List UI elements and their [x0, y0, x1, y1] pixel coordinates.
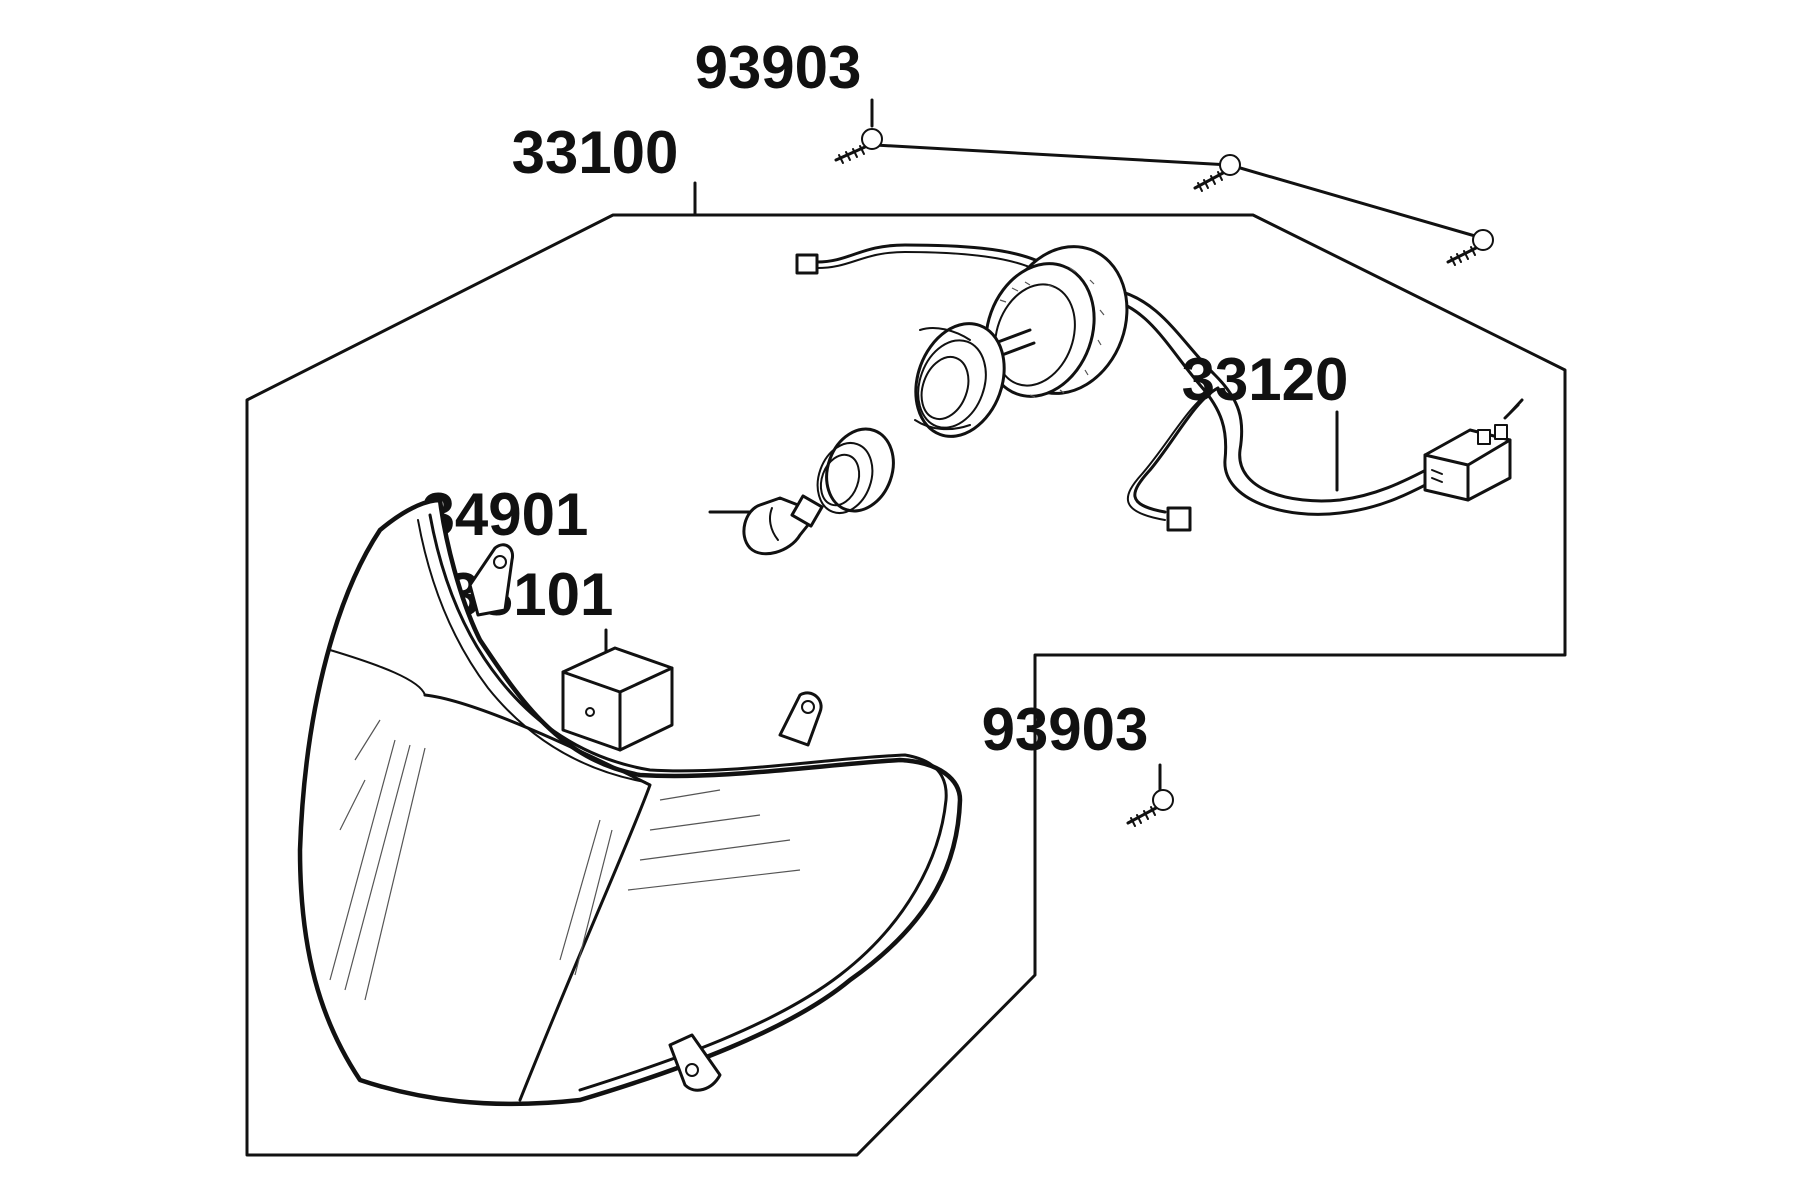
screw-icon — [1126, 789, 1174, 827]
grommet — [816, 427, 895, 514]
bulb-socket — [914, 245, 1129, 438]
wire-harness — [795, 243, 1524, 532]
screw-connect-line — [873, 143, 1484, 240]
label-34901: 34901 — [422, 481, 589, 548]
assembly-boundary — [245, 213, 1567, 1157]
bulb-icon — [742, 494, 824, 556]
screw-icon — [1193, 154, 1241, 192]
headlight-housing — [297, 497, 963, 1107]
leader-lines — [604, 98, 1484, 792]
lens-shading — [329, 719, 801, 1001]
label-33100: 33100 — [512, 119, 679, 186]
connector-icon — [1423, 398, 1524, 502]
screw-icon — [1446, 229, 1494, 266]
label-93903-top: 93903 — [695, 34, 862, 101]
position-light-module — [561, 646, 674, 752]
screw-icon — [834, 128, 883, 164]
label-93903-right: 93903 — [982, 696, 1149, 763]
label-33120: 33120 — [1182, 346, 1349, 413]
